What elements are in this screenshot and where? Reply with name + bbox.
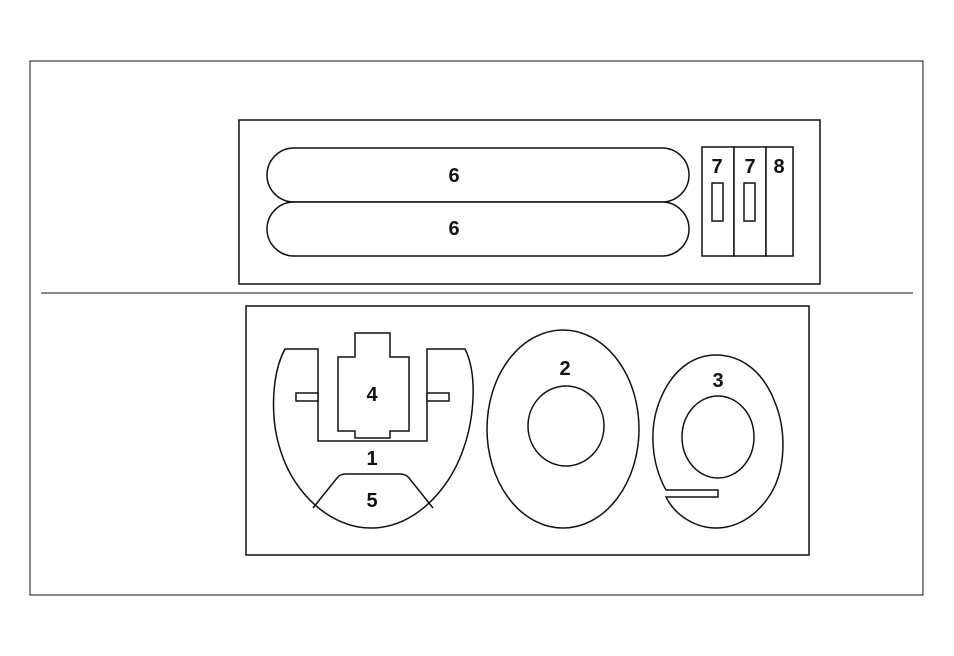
strip-b-label: 7 <box>744 156 755 178</box>
strip-a-label: 7 <box>711 156 722 178</box>
piece-3-label: 3 <box>712 370 723 392</box>
piece-4-label: 4 <box>366 384 378 406</box>
piece-2-inner <box>528 386 604 466</box>
pad-upper-label: 6 <box>448 165 459 187</box>
pad-lower <box>267 202 689 256</box>
piece-3-inner <box>682 396 754 478</box>
strip-a-slot <box>712 183 723 221</box>
piece-1-right-tab <box>427 393 449 401</box>
pad-upper <box>267 148 689 202</box>
pad-lower-label: 6 <box>448 218 459 240</box>
strip-c-label: 8 <box>773 156 784 178</box>
piece-1-left-tab <box>296 393 318 401</box>
piece-2-label: 2 <box>559 358 570 380</box>
piece-1-label: 1 <box>366 448 377 470</box>
bottom-sheet: 4 1 5 2 3 <box>246 306 809 555</box>
piece-5-label: 5 <box>366 490 377 512</box>
strip-b-slot <box>744 183 755 221</box>
top-sheet: 6 6 7 7 8 <box>239 120 820 284</box>
